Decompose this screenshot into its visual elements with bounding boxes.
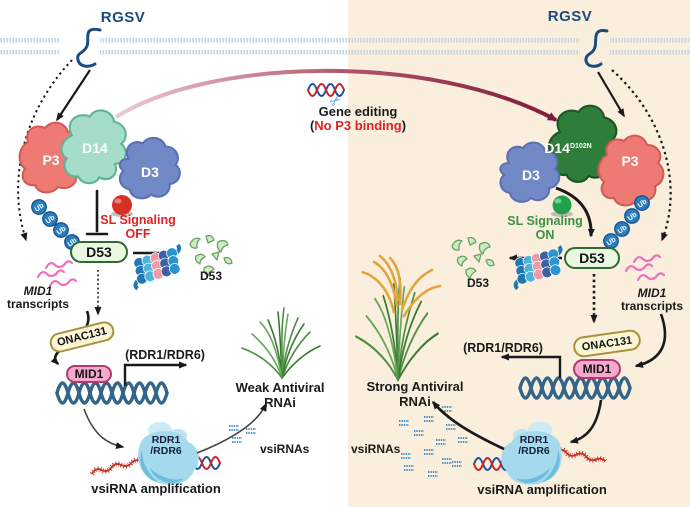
p3-label-left: P3 <box>42 152 59 168</box>
gene-editing-label: Gene editing <box>318 104 398 119</box>
right-virus-entry-arrow <box>597 71 625 118</box>
amplification-label-right: vsiRNA amplification <box>477 482 607 497</box>
rice-plant-icon <box>354 254 442 382</box>
rdr-to-outcome-arrow-right <box>431 400 505 451</box>
vsirna-cluster-left <box>228 425 257 443</box>
sl-signal-on-ball <box>551 195 573 217</box>
viral-rna-right-icon <box>584 29 609 68</box>
amplification-label-left: vsiRNA amplification <box>91 481 221 496</box>
ub-chain-left <box>31 199 80 250</box>
rdr-elbow-arrow-left <box>123 361 188 386</box>
d53-box-right: D53 <box>564 247 620 269</box>
gene-editing-arc-arrow <box>114 68 558 122</box>
cell-membrane <box>0 38 690 55</box>
gene-editing-dna-icon <box>307 83 345 97</box>
no-p3-binding-label: (No P3 binding) <box>309 118 407 133</box>
rdr-elbow-arrow-right <box>500 353 562 378</box>
d14-label-left: D14 <box>82 140 108 156</box>
d53-box-left: D53 <box>70 241 128 263</box>
d53-degraded-label-left: D53 <box>199 269 222 283</box>
rdr-paren-label-right: (RDR1/RDR6) <box>463 341 543 355</box>
mid1-box-right: MID1 <box>573 359 621 379</box>
vsirnas-label-right: vsiRNAs <box>351 442 401 456</box>
d14-label-right: D14D102N <box>544 140 591 156</box>
dna-to-rdr-arrow-left <box>83 408 125 450</box>
p3-label-right: P3 <box>621 153 638 169</box>
rgsv-label-left: RGSV <box>100 9 146 26</box>
d53-degraded-label-right: D53 <box>466 276 489 290</box>
left-virus-entry-arrow <box>56 69 91 122</box>
right-dotted-arc-arrow <box>611 69 672 242</box>
rdr-paren-label-left: (RDR1/RDR6) <box>125 348 205 362</box>
inhibition-tbar <box>85 189 109 236</box>
sl-signal-off-ball <box>111 195 133 217</box>
right-panel-background <box>348 0 690 507</box>
weak-antiviral-rnai-label: Weak Antiviral RNAi <box>235 380 325 410</box>
vsirna-cluster-right <box>398 406 469 477</box>
dna-to-rdr-arrow-right <box>569 399 603 444</box>
viral-rna-left-icon <box>76 27 102 68</box>
rdr-complex-label-left: RDR1/RDR6 <box>150 434 182 458</box>
rdr-complex-label-right: RDR1/RDR6 <box>518 434 550 458</box>
p3-protein-right <box>597 134 665 207</box>
d3-to-d53-arrow <box>555 186 595 238</box>
strong-antiviral-rnai-label: Strong Antiviral RNAi <box>366 379 464 409</box>
rdr-to-outcome-arrow-left <box>196 402 267 454</box>
rgsv-label-right: RGSV <box>547 8 593 25</box>
d3-label-left: D3 <box>141 164 159 180</box>
mid1-box-left: MID1 <box>66 365 112 383</box>
d3-label-right: D3 <box>522 167 540 183</box>
vsirnas-label-left: vsiRNAs <box>260 442 310 456</box>
transcripts-to-mid1-right <box>634 313 667 368</box>
